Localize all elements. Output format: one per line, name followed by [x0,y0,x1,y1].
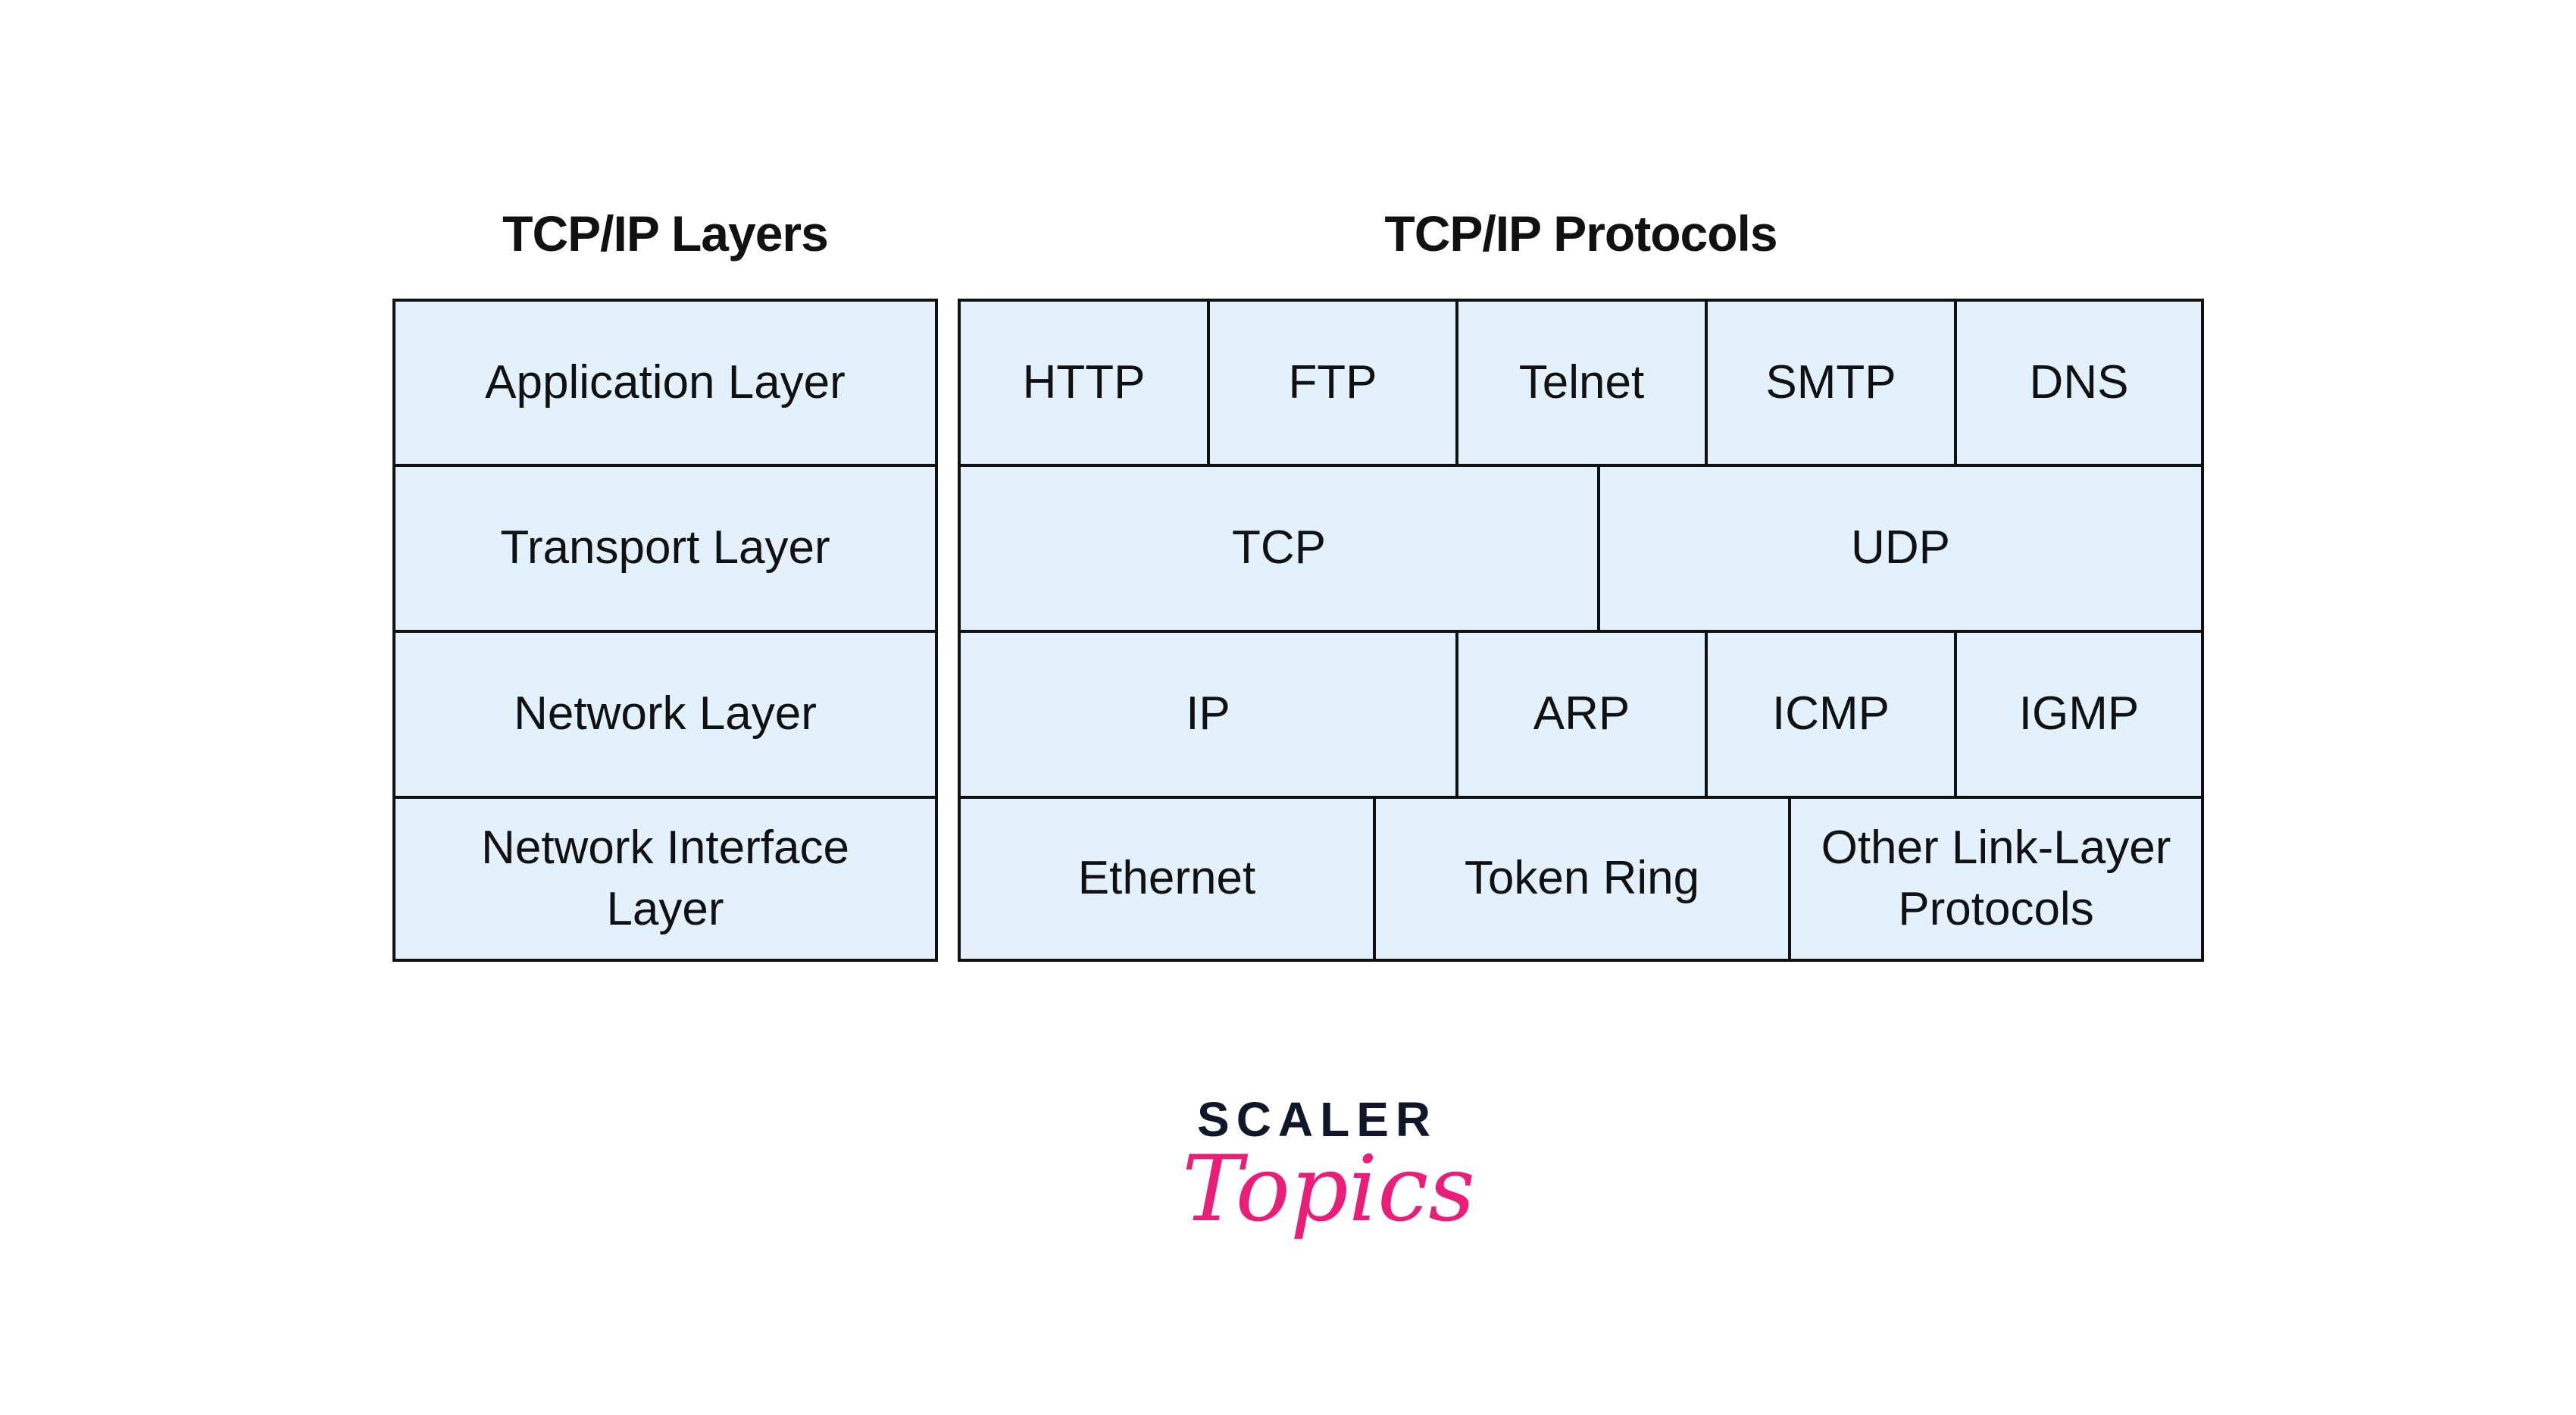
protocol-token-ring: Token Ring [1376,799,1791,959]
protocol-tcp: TCP [961,467,1600,633]
layer-network-interface: Network Interface Layer [395,799,935,959]
layers-title: TCP/IP Layers [502,205,829,261]
protocol-other-link-layer: Other Link-Layer Protocols [1791,799,2201,959]
protocols-table: HTTP FTP Telnet SMTP DNS TCP UDP IP ARP … [958,299,2204,962]
protocol-ftp: FTP [1210,302,1458,467]
protocol-ip: IP [961,633,1458,799]
protocol-telnet: Telnet [1458,302,1708,467]
topics-logo-text: Topics [1182,1137,1475,1242]
protocol-smtp: SMTP [1708,302,1957,467]
protocol-dns: DNS [1957,302,2201,467]
protocol-ethernet: Ethernet [961,799,1376,959]
protocol-arp: ARP [1458,633,1708,799]
layer-application: Application Layer [395,302,935,467]
protocols-title: TCP/IP Protocols [1384,205,1777,261]
layer-transport: Transport Layer [395,467,935,633]
protocol-igmp: IGMP [1957,633,2201,799]
protocol-http: HTTP [961,302,1210,467]
layers-table: Application Layer Transport Layer Networ… [392,299,938,962]
layer-network: Network Layer [395,633,935,799]
protocol-icmp: ICMP [1708,633,1957,799]
protocol-udp: UDP [1600,467,2201,633]
scaler-logo-text: SCALER [1197,1092,1438,1147]
